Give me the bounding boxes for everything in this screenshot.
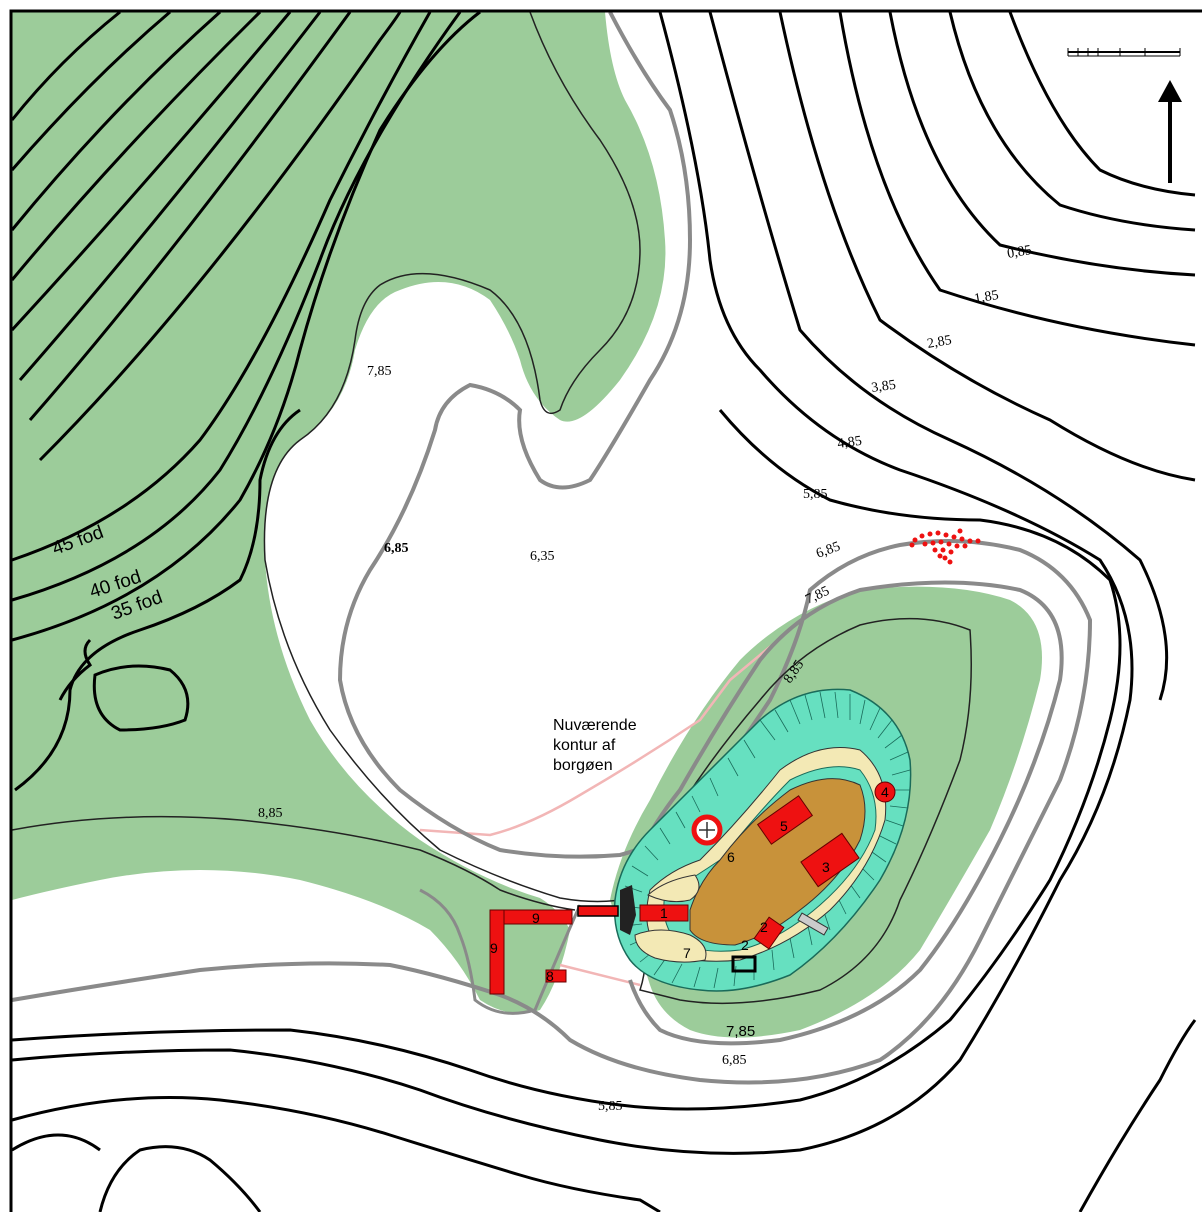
hill-contours	[10, 10, 481, 792]
castle-courtyard	[689, 778, 866, 946]
bridge	[577, 905, 619, 917]
scale-bar-icon	[1067, 48, 1181, 57]
contour-8-85-west	[11, 815, 576, 911]
building-1	[639, 904, 689, 922]
building-number-5: 5	[780, 818, 788, 834]
north-arrow-icon	[1158, 80, 1182, 183]
east-contours	[11, 11, 1197, 1212]
building-number-6: 6	[727, 849, 735, 865]
gatehouse-black	[620, 885, 636, 935]
building-number-8: 8	[546, 968, 554, 984]
label-6-85-lake: 6,85	[384, 541, 409, 556]
building-number-9b: 9	[490, 940, 498, 956]
tower-cross	[699, 822, 715, 838]
label-6-85-south: 6,85	[722, 1053, 747, 1068]
gate-structure	[731, 955, 757, 973]
old-island-outline	[419, 629, 791, 987]
building-2a	[753, 916, 785, 950]
contour-6-85-lake	[11, 11, 1093, 1085]
sand-patch-6	[647, 874, 700, 903]
label-0-85: 0,85	[1006, 243, 1033, 262]
building-9-vertical	[489, 909, 505, 995]
building-4	[874, 781, 896, 803]
building-number-3: 3	[822, 859, 830, 875]
buildings	[489, 781, 896, 995]
label-7-85-north: 7,85	[367, 364, 392, 379]
grey-wall	[797, 912, 829, 936]
land-northwest	[12, 12, 666, 1014]
building-number-4: 4	[881, 784, 889, 800]
contour-7-85-island	[618, 580, 1064, 1046]
label-7-85-south: 7,85	[726, 1023, 755, 1040]
building-number-2b: 2	[741, 937, 749, 953]
label-5-85-east: 5,85	[803, 487, 828, 502]
label-8-85-west: 8,85	[258, 806, 283, 821]
building-number-1: 1	[660, 905, 668, 921]
building-numbers: 1 2 2 3 4 5 6 7 8 9 9	[490, 784, 889, 984]
sand-patch-7	[634, 929, 707, 963]
building-number-9a: 9	[532, 910, 540, 926]
label-3-85: 3,85	[870, 378, 896, 396]
current-outline-annotation: Nuværende kontur af borgøen	[553, 717, 637, 774]
contour-peninsula	[419, 888, 582, 1015]
label-2-85: 2,85	[926, 333, 953, 352]
label-4-85: 4,85	[836, 434, 862, 452]
label-1-85: 1,85	[973, 288, 1000, 307]
building-3	[800, 832, 860, 888]
label-6-85-east: 6,85	[814, 539, 842, 561]
building-number-7: 7	[683, 945, 691, 961]
building-5	[756, 795, 814, 845]
building-number-2a: 2	[760, 919, 768, 935]
label-6-35: 6,35	[530, 549, 555, 564]
label-5-85-south: 5,85	[598, 1099, 623, 1114]
find-scatter	[909, 528, 981, 565]
building-8	[545, 969, 567, 983]
annotation-line-1: Nuværende	[553, 717, 637, 734]
map-frame	[9, 9, 1202, 1212]
contour-7-85-lake	[263, 11, 641, 903]
annotation-line-2: kontur af	[553, 737, 616, 754]
annotation-line-3: borgøen	[553, 757, 613, 774]
